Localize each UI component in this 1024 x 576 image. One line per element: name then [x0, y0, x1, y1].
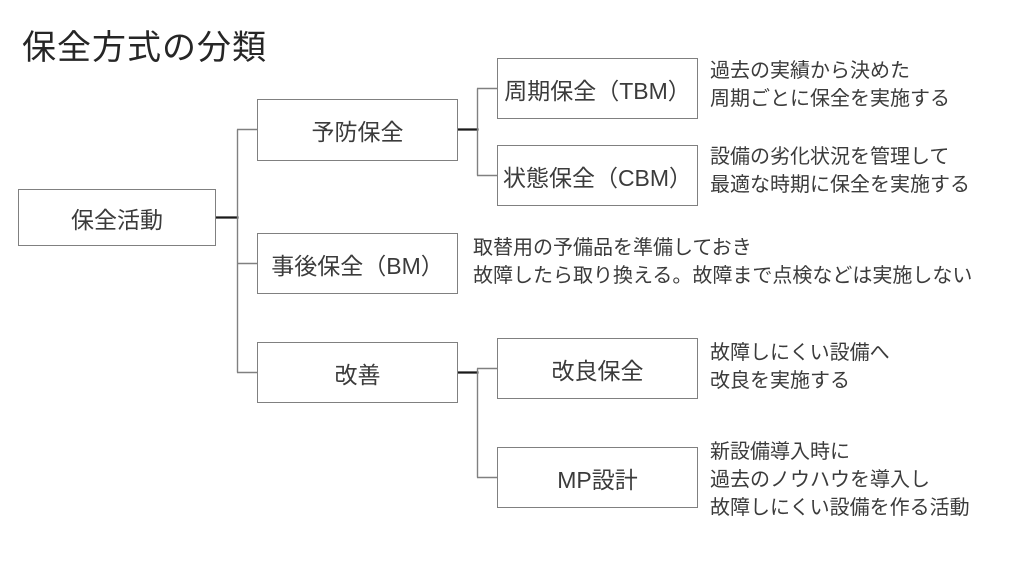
description-line: 設備の劣化状況を管理して [710, 146, 950, 168]
node-corrective-maintenance: 改良保全 [497, 338, 698, 399]
node-improvement: 改善 [257, 342, 458, 403]
slide-title: 保全方式の分類 [22, 29, 267, 67]
node-label: 周期保全（TBM） [504, 77, 691, 104]
description-line: 取替用の予備品を準備しておき [473, 237, 752, 259]
description-corrective-maintenance: 故障しにくい設備へ 改良を実施する [710, 339, 890, 395]
description-line: 故障したら取り換える。故障まで点検などは実施しない [473, 265, 973, 287]
description-line: 過去のノウハウを導入し [710, 469, 930, 491]
description-condition-maintenance: 設備の劣化状況を管理して 最適な時期に保全を実施する [710, 143, 970, 199]
node-maintenance-activity: 保全活動 [18, 189, 216, 246]
node-label: 事後保全（BM） [271, 252, 444, 279]
node-label: 予防保全 [311, 119, 404, 145]
node-label: 保全活動 [71, 206, 163, 233]
node-label: MP設計 [557, 466, 638, 493]
description-line: 故障しにくい設備へ [710, 342, 890, 364]
description-mp-design: 新設備導入時に 過去のノウハウを導入し 故障しにくい設備を作る活動 [710, 438, 970, 522]
node-preventive-maintenance: 予防保全 [257, 99, 458, 161]
description-line: 過去の実績から決めた [710, 60, 910, 82]
node-condition-maintenance-cbm: 状態保全（CBM） [497, 145, 698, 206]
node-periodic-maintenance-tbm: 周期保全（TBM） [497, 58, 698, 119]
node-label: 改善 [334, 361, 381, 388]
node-label: 改良保全 [551, 357, 644, 384]
node-mp-design: MP設計 [497, 447, 698, 508]
description-breakdown-maintenance: 取替用の予備品を準備しておき 故障したら取り換える。故障まで点検などは実施しない [473, 234, 972, 290]
description-line: 最適な時期に保全を実施する [710, 174, 970, 196]
description-line: 周期ごとに保全を実施する [710, 88, 950, 110]
description-line: 新設備導入時に [710, 441, 850, 463]
description-periodic-maintenance: 過去の実績から決めた 周期ごとに保全を実施する [710, 57, 950, 113]
description-line: 改良を実施する [710, 370, 850, 392]
node-label: 状態保全（CBM） [502, 164, 693, 191]
node-breakdown-maintenance-bm: 事後保全（BM） [257, 233, 458, 294]
description-line: 故障しにくい設備を作る活動 [710, 497, 970, 519]
